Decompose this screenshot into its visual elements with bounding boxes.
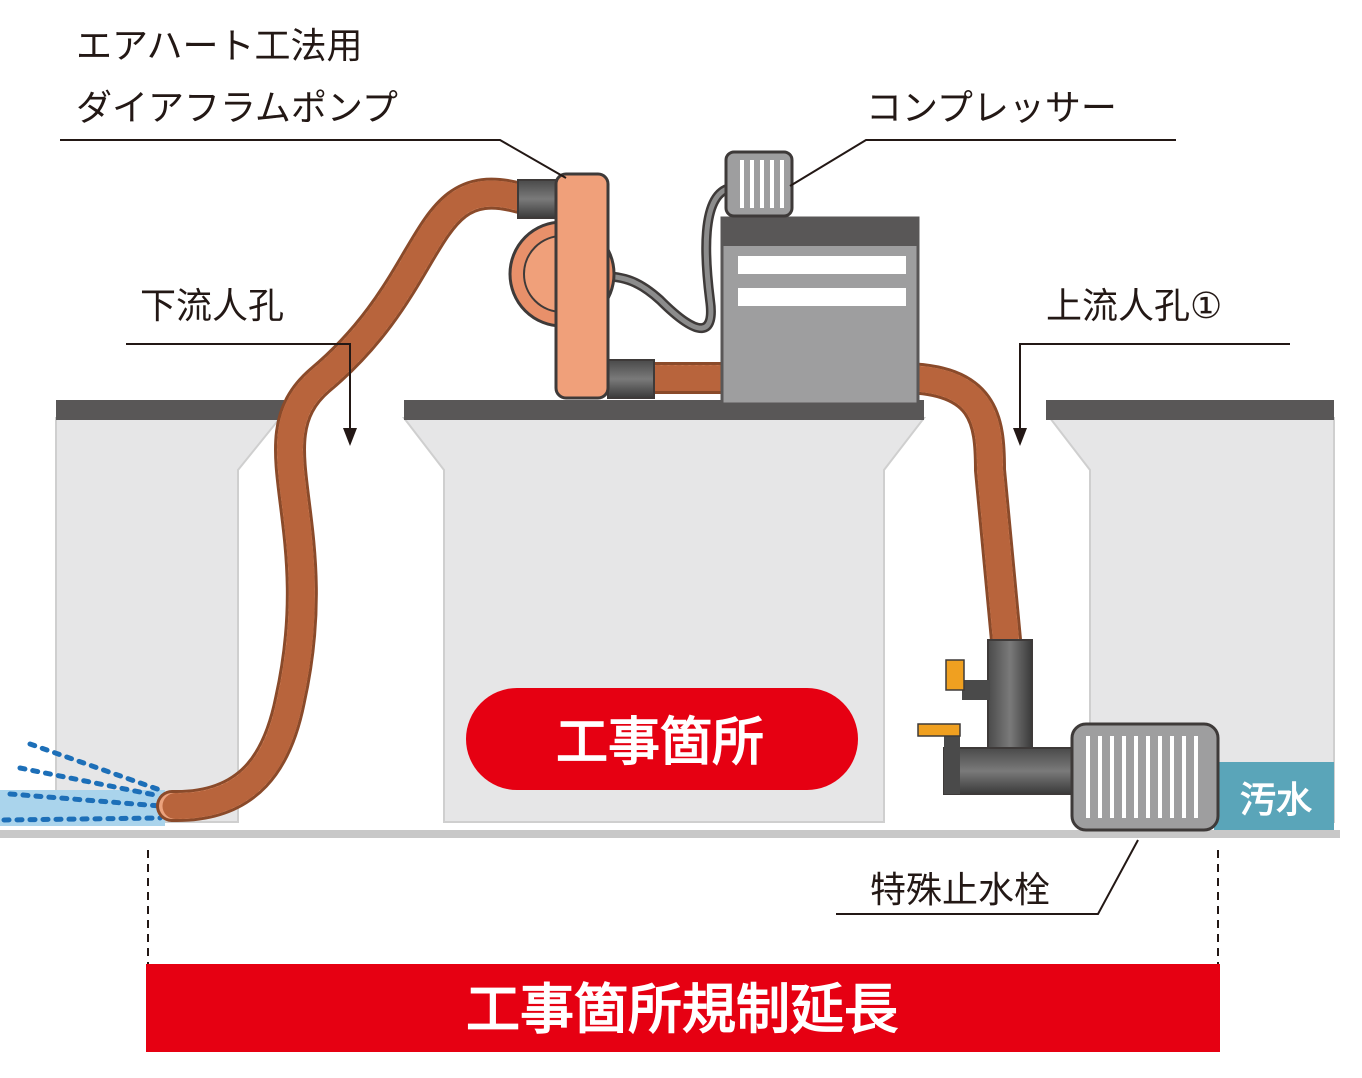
sewage-water [1214,762,1334,830]
special-plug-label: 特殊止水栓 [870,870,1050,911]
sewage-label: 汚水 [1240,780,1313,821]
compressor-label: コンプレッサー [866,88,1117,129]
dimension-lines [147,850,1219,964]
compressor [599,150,920,406]
diaphragm-pump [508,172,655,400]
construction-site-badge: 工事箇所 [466,688,858,790]
special-stop-plug [917,639,1220,832]
upstream-manhole-label: 上流人孔① [1046,286,1222,327]
regulated-length-banner: 工事箇所規制延長 [146,964,1220,1052]
ground-line [0,830,1340,838]
pump-label-line1: エアハート工法用 [76,26,363,67]
svg-text:工事箇所: 工事箇所 [556,713,764,773]
arrow-heads [343,428,1027,446]
pump-label-line2: ダイアフラムポンプ [76,88,398,129]
svg-text:工事箇所規制延長: 工事箇所規制延長 [466,978,899,1041]
downstream-manhole-label: 下流人孔 [140,286,284,327]
downstream-manhole-pit [55,400,284,823]
spray-dots [1,741,163,823]
discharge-hose [156,177,536,823]
leader-lines [60,139,1290,915]
